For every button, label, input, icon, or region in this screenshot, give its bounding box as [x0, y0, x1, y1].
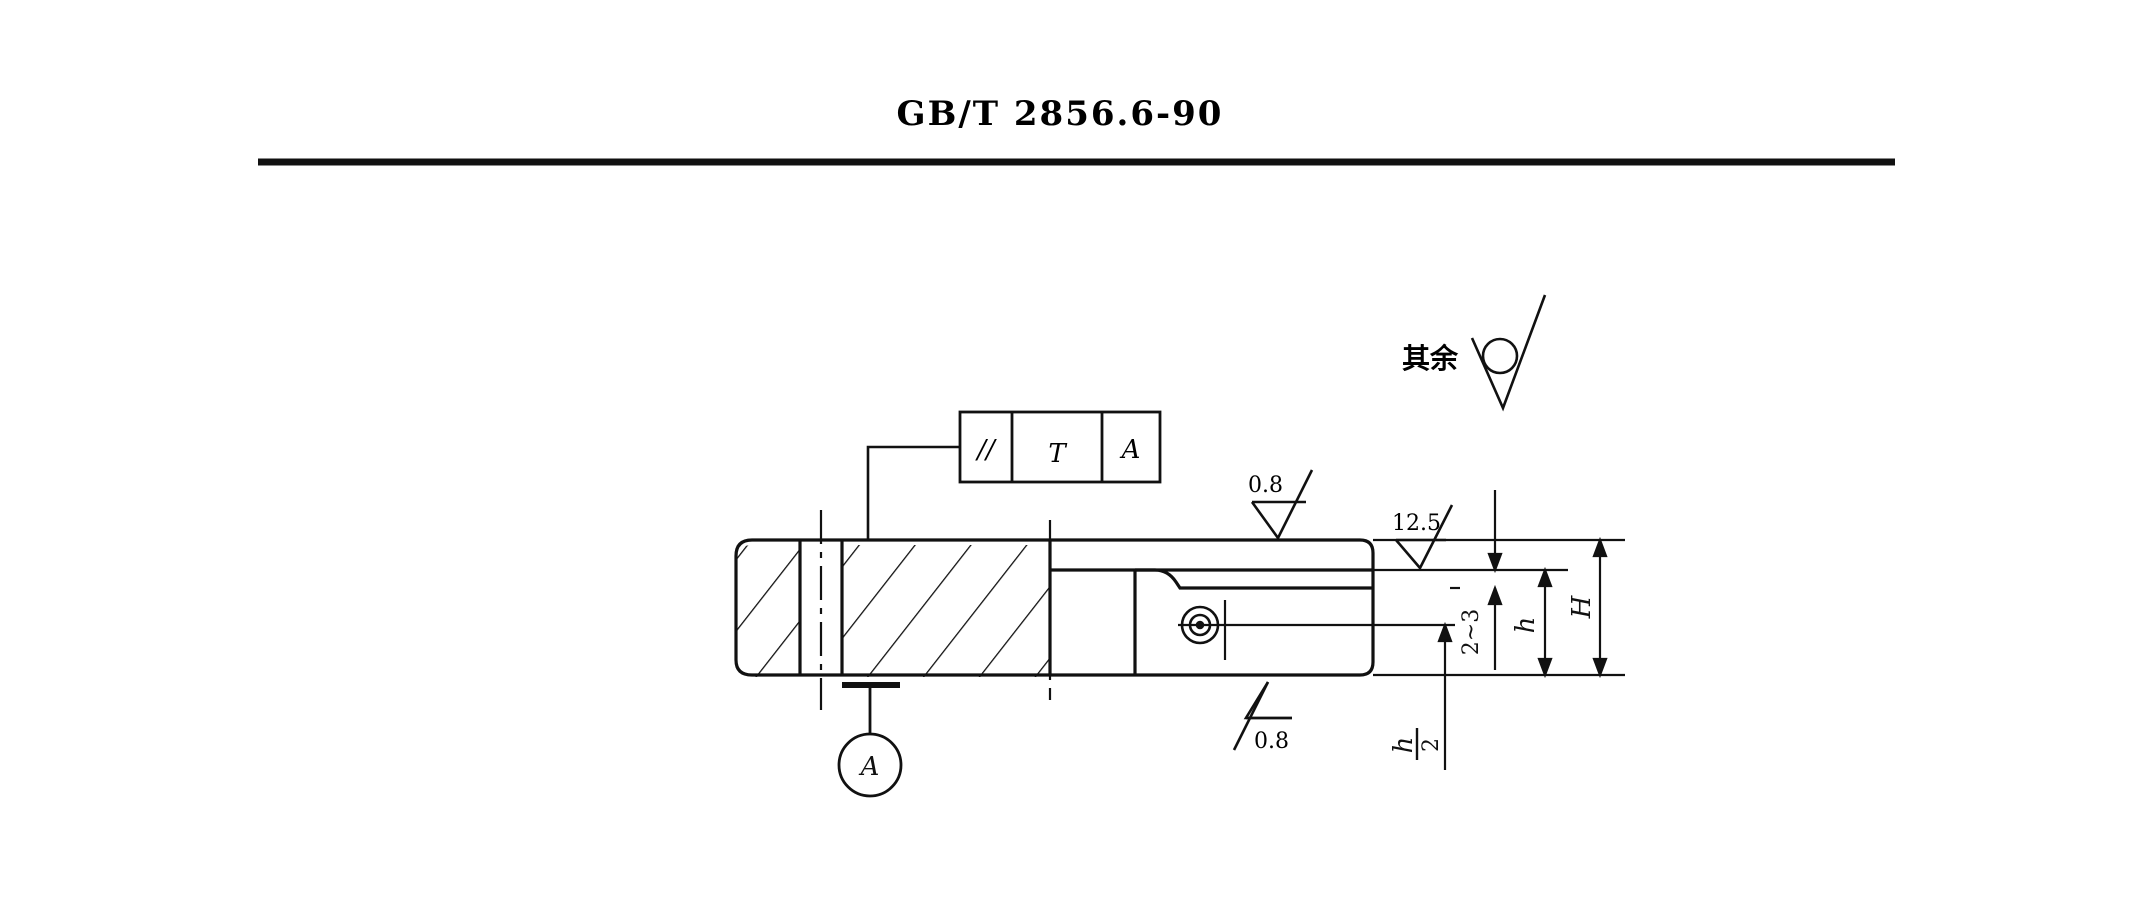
tolerance-leader — [866, 445, 960, 540]
centerlines — [819, 510, 1455, 710]
roughness-bottom: 0.8 — [1232, 681, 1292, 754]
dimension-clearance: 2~3 — [1459, 609, 1484, 655]
tolerance-datum: A — [1120, 435, 1141, 465]
pin-symbol — [1180, 605, 1220, 645]
datum-a-symbol: A — [837, 682, 903, 798]
part-section-hatched — [736, 545, 1050, 677]
dimension-half-denominator: 2 — [1419, 738, 1444, 752]
datum-letter: A — [859, 752, 880, 782]
dimension-H: H — [1567, 536, 1608, 679]
roughness-top: 0.8 — [1248, 469, 1314, 541]
roughness-bottom-value: 0.8 — [1254, 729, 1289, 754]
tolerance-frame: // T A — [958, 410, 1162, 484]
dimension-slot-height: h — [1511, 617, 1541, 634]
part-outline — [734, 538, 1375, 677]
roughness-slot-value: 12.5 — [1392, 511, 1441, 536]
parallelism-symbol: // — [974, 435, 997, 465]
extension-lines — [1373, 538, 1625, 677]
dimension-2-3: 2~3 — [1459, 490, 1503, 670]
dimension-h: h — [1511, 566, 1553, 679]
dimension-half-numerator: h — [1389, 737, 1419, 754]
roughness-other-symbol — [1470, 294, 1547, 412]
dimension-total-height: H — [1567, 594, 1597, 619]
tolerance-value: T — [1048, 439, 1067, 469]
roughness-slot: 12.5 — [1392, 504, 1454, 571]
roughness-top-value: 0.8 — [1248, 473, 1283, 498]
roughness-other-label: 其余 — [1402, 342, 1459, 375]
dimension-h-half: h 2 — [1389, 621, 1453, 770]
standard-code: GB/T 2856.6-90 — [897, 94, 1224, 134]
